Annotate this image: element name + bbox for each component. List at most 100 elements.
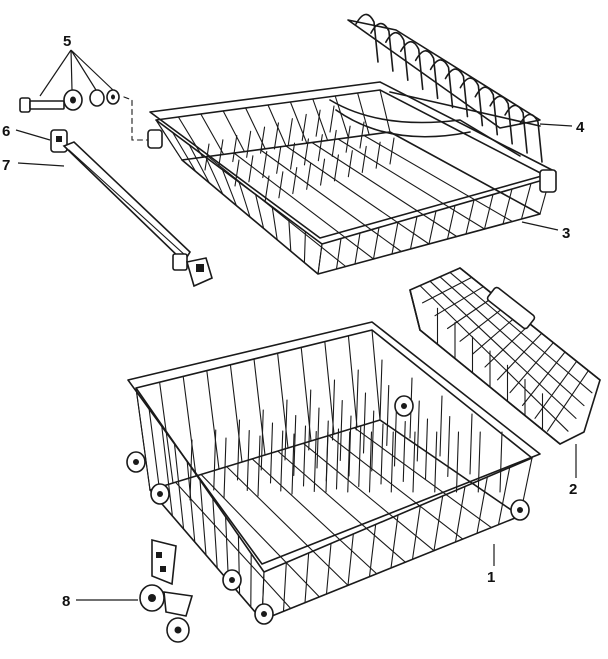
lower-rack-wire (304, 552, 310, 604)
part-6-clip (50, 129, 68, 153)
lower-rack-tine (362, 392, 367, 454)
upper-rack-tine (290, 142, 296, 170)
upper-rack-tine (359, 121, 365, 149)
upper-rack-tine (273, 122, 279, 150)
basket-grid-wire (429, 280, 577, 419)
lower-rack-tine (434, 431, 438, 493)
upper-rack-wire (172, 131, 197, 172)
lower-rack-tine (355, 369, 359, 431)
upper-rack-floor-wire (285, 145, 430, 245)
upper-rack-wire (188, 144, 210, 184)
lower-rack-wire (282, 561, 287, 612)
lower-rack-tine (447, 415, 451, 478)
lower-rack-wire (212, 497, 218, 569)
lower-rack-tine (260, 409, 264, 471)
basket-grid-wire (449, 271, 593, 394)
rack-wheel-hub (401, 403, 407, 409)
upper-rack-floor-wire (337, 138, 486, 230)
lower-rack-floor-wire (175, 481, 292, 609)
basket-grid-wire (521, 351, 566, 407)
lower-rack-wire (199, 479, 207, 556)
lower-rack-tine (335, 428, 340, 490)
lower-rack-tine (316, 407, 320, 469)
lower-rack-tine (393, 405, 398, 467)
lower-rack-wire (347, 335, 358, 428)
lower-rack-tine (402, 420, 406, 483)
part-1-lower-rack (126, 321, 541, 625)
upper-rack-tine (292, 167, 298, 195)
upper-rack-wire (520, 182, 532, 220)
lower-rack-wire (253, 358, 266, 456)
upper-rack-tine (232, 135, 238, 163)
upper-rack-tine (301, 113, 307, 141)
cup-shelf-tine (444, 68, 469, 118)
lower-rack-wire (371, 329, 381, 421)
lower-rack-tine (386, 384, 390, 447)
upper-rack-tine (262, 151, 268, 179)
lower-rack-wire (161, 424, 173, 517)
lower-rack-tine (302, 425, 307, 487)
lower-rack-wire (347, 533, 354, 586)
lower-rack-tine (477, 431, 481, 493)
upper-rack-tine (287, 118, 293, 146)
lower-rack-wire (454, 485, 466, 543)
part-7-rail (62, 141, 213, 288)
lower-rack-floor-wire (328, 435, 464, 540)
lower-rack-tine (358, 425, 362, 488)
lower-rack-wire (476, 476, 488, 534)
lower-rack-floor-wire (277, 450, 406, 563)
upper-rack-floor-wire (363, 134, 513, 223)
lower-rack-tine (246, 429, 250, 492)
upper-rack-tine (347, 150, 353, 178)
label-5: 5 (63, 33, 71, 50)
basket-grid-wire (439, 276, 585, 407)
basket-grid-wire (534, 360, 578, 419)
upper-rack-tine (260, 126, 266, 154)
upper-rack-wire (155, 119, 183, 161)
cup-shelf-tine (429, 59, 454, 109)
lower-rack-wire (159, 381, 174, 484)
lower-rack-tine (379, 359, 383, 421)
basket-grid-wire (419, 285, 569, 432)
upper-rack-wire (271, 206, 278, 241)
lower-rack-wire (186, 461, 196, 543)
upper-rack-tine (331, 129, 337, 157)
upper-rack-wire (222, 110, 245, 153)
lower-rack-tine (368, 431, 373, 493)
label-8: 8 (62, 593, 70, 610)
upper-rack-tine (204, 143, 210, 171)
lower-rack-tine (213, 429, 217, 491)
part-4-cup-shelf (347, 13, 543, 163)
lower-rack-floor-wire (226, 466, 349, 586)
lower-rack-tine (347, 431, 351, 493)
lower-rack-wire (497, 466, 511, 526)
lower-rack-floor-wire (353, 427, 492, 529)
basket-grid-wire (471, 314, 519, 355)
cup-shelf-tine (459, 77, 484, 127)
lower-rack-tine (390, 431, 394, 493)
lower-rack-wire (325, 542, 332, 595)
lower-rack-floor-wire (251, 458, 378, 575)
lower-rack-tine (412, 431, 416, 493)
rack-wheel-hub (229, 577, 235, 583)
upper-rack-tine (248, 155, 254, 183)
upper-rack-tine (218, 139, 224, 167)
upper-rack-tine (329, 105, 335, 133)
upper-rack-floor-wire (233, 152, 375, 260)
lower-rack-tine (236, 419, 241, 481)
upper-rack-tine (276, 146, 282, 174)
lower-rack-wire (411, 504, 421, 560)
cup-shelf-tine (474, 86, 499, 136)
lower-rack-wire (182, 375, 197, 477)
upper-rack-floor-wire (311, 141, 458, 238)
upper-rack-wire (200, 113, 225, 155)
upper-rack-wire (303, 231, 306, 264)
basket-grid-wire (546, 370, 589, 432)
upper-rack-tine (303, 138, 309, 166)
upper-rack-wire (379, 89, 391, 133)
upper-rack-wire (205, 156, 224, 195)
basket-grid-wire (496, 332, 543, 381)
upper-rack-wire (502, 188, 513, 225)
cup-shelf-tine (519, 113, 543, 163)
upper-rack-tine (345, 125, 351, 153)
